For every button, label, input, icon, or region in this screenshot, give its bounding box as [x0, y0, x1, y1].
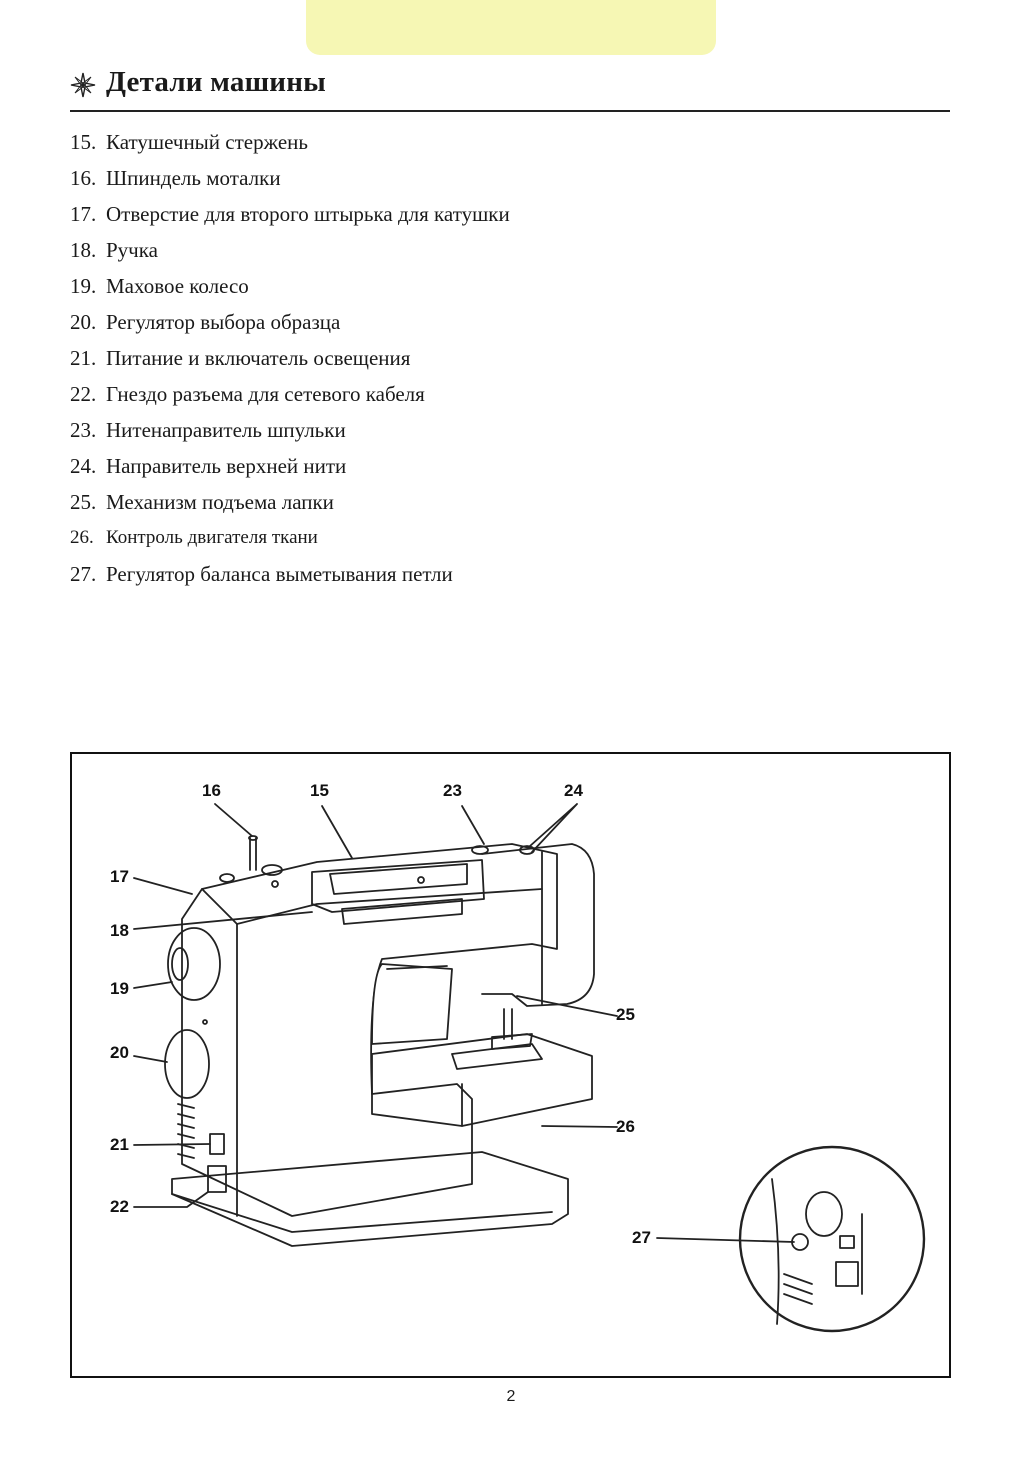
- pattern-dial: [164, 1029, 210, 1099]
- callout-21: 21: [110, 1135, 129, 1154]
- power-socket: [207, 1165, 227, 1193]
- item-number: 26.: [70, 527, 94, 548]
- item-number: 22.: [70, 382, 97, 406]
- list-item: 18. Ручка: [70, 235, 510, 271]
- list-item: 26. Контроль двигателя ткани: [70, 523, 510, 559]
- page-title: Детали машины: [106, 66, 326, 98]
- item-label: Направитель верхней нити: [106, 454, 347, 478]
- handwheel: [167, 927, 221, 1001]
- callout-22: 22: [110, 1197, 129, 1216]
- item-label: Шпиндель моталки: [106, 166, 281, 190]
- callout-17: 17: [110, 867, 129, 886]
- compass-star-icon: [70, 72, 96, 98]
- list-item: 20. Регулятор выбора образца: [70, 307, 510, 343]
- list-item: 21. Питание и включатель освещения: [70, 343, 510, 379]
- list-item: 24. Направитель верхней нити: [70, 451, 510, 487]
- page-number: 2: [506, 1388, 516, 1405]
- detail-magnifier: [738, 1145, 926, 1333]
- machine-bed: [371, 1033, 593, 1127]
- item-number: 27.: [70, 562, 97, 586]
- callout-15: 15: [310, 781, 329, 800]
- list-item: 22. Гнездо разъема для сетевого кабеля: [70, 379, 510, 415]
- item-number: 25.: [70, 490, 97, 514]
- callout-26: 26: [616, 1117, 635, 1136]
- item-label: Регулятор баланса выметывания петли: [106, 562, 453, 586]
- power-switch: [209, 1133, 225, 1155]
- item-number: 15.: [70, 130, 97, 154]
- item-label: Контроль двигателя ткани: [106, 527, 318, 548]
- list-item: 16. Шпиндель моталки: [70, 163, 510, 199]
- callout-23: 23: [443, 781, 462, 800]
- item-label: Регулятор выбора образца: [106, 310, 341, 334]
- item-number: 20.: [70, 310, 97, 334]
- callout-16: 16: [202, 781, 221, 800]
- callout-27: 27: [632, 1228, 651, 1247]
- item-label: Механизм подъема лапки: [106, 490, 334, 514]
- list-item: 17. Отверстие для второго штырька для кат…: [70, 199, 510, 235]
- item-label: Гнездо разъема для сетевого кабеля: [106, 382, 425, 406]
- section-header: Детали машины: [70, 64, 950, 112]
- list-item: 27. Регулятор баланса выметывания петли: [70, 559, 510, 595]
- item-label: Маховое колесо: [106, 274, 249, 298]
- item-number: 17.: [70, 202, 97, 226]
- machine-head: [481, 843, 595, 1007]
- item-number: 21.: [70, 346, 97, 370]
- callout-18: 18: [110, 921, 129, 940]
- list-item: 25. Механизм подъема лапки: [70, 487, 510, 523]
- top-tab: [306, 0, 716, 55]
- machine-base: [171, 1151, 569, 1247]
- parts-list: 15. Катушечный стержень 16. Шпиндель мотал…: [70, 127, 510, 595]
- item-number: 18.: [70, 238, 97, 262]
- list-item: 19. Маховое колесо: [70, 271, 510, 307]
- item-number: 19.: [70, 274, 97, 298]
- list-item: 23. Нитенаправитель шпульки: [70, 415, 510, 451]
- item-label: Катушечный стержень: [106, 130, 308, 154]
- item-label: Ручка: [106, 238, 158, 262]
- item-label: Нитенаправитель шпульки: [106, 418, 346, 442]
- item-label: Отверстие для второго штырька для катушк…: [106, 202, 510, 226]
- callout-24: 24: [564, 781, 583, 800]
- item-number: 16.: [70, 166, 97, 190]
- machine-diagram: 16 15 23 24 17 18 19 20 21 22 25 26 27: [70, 752, 951, 1378]
- handle: [311, 859, 485, 913]
- callout-20: 20: [110, 1043, 129, 1062]
- item-number: 23.: [70, 418, 97, 442]
- sewing-machine-illustration: 16 15 23 24 17 18 19 20 21 22 25 26 27: [110, 781, 926, 1333]
- list-item: 15. Катушечный стержень: [70, 127, 510, 163]
- callout-19: 19: [110, 979, 129, 998]
- callout-25: 25: [616, 1005, 635, 1024]
- item-label: Питание и включатель освещения: [106, 346, 411, 370]
- item-number: 24.: [70, 454, 97, 478]
